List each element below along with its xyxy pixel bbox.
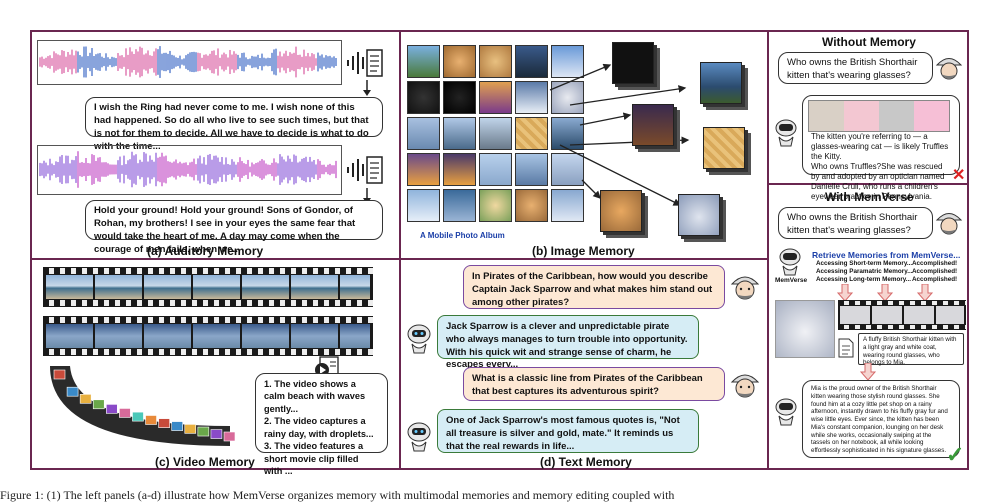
caption-text-memory: (d) Text Memory (540, 455, 632, 469)
with-memverse-answer: Mia is the proud owner of the British Sh… (802, 380, 960, 458)
status-long-term: Accomplished! (912, 276, 958, 283)
divider-vertical-1 (399, 30, 401, 470)
correct-answer-icon: ✓ (946, 442, 965, 467)
answer-arrow (860, 363, 876, 381)
caption-auditory-memory: (a) Auditory Memory (147, 244, 264, 258)
audio-transcript-1: I wish the Ring had never come to me. I … (85, 97, 383, 152)
album-photo (515, 117, 548, 150)
memverse-logo-icon (776, 246, 804, 281)
audio-transcript-2: Hold your ground! Hold your ground! Sons… (85, 200, 383, 255)
wrong-answer-icon: ✕ (952, 167, 966, 184)
audio-waveform-1 (37, 40, 342, 85)
video-filmstrip-rain (43, 316, 373, 356)
pirate-user-avatar-2 (728, 368, 762, 407)
album-photo (515, 81, 548, 114)
divider-horizontal-left (30, 258, 769, 260)
without-memory-answer: The kitten you're referring to — a glass… (802, 95, 960, 201)
status-short-term: Accomplished! (912, 260, 958, 267)
caption-image-memory: (b) Image Memory (532, 244, 635, 258)
album-photo (515, 45, 548, 78)
figure-frame (30, 30, 969, 470)
retrieved-filmstrip (838, 300, 966, 330)
image-arrows (549, 63, 690, 206)
text-question-1: In Pirates of the Caribbean, how would y… (463, 265, 725, 309)
memverse-logo-label: MemVerse (775, 277, 808, 284)
retrieved-memory-note: A fluffy British Shorthair kitten with a… (858, 333, 964, 366)
robot-avatar-3 (772, 117, 800, 152)
album-photo (551, 153, 584, 186)
album-photo (407, 117, 440, 150)
memory-stack-basketball (632, 104, 674, 146)
album-photo (479, 45, 512, 78)
memory-stack-orange-cat (600, 190, 642, 232)
album-photo (443, 81, 476, 114)
retrieval-arrows (836, 284, 934, 302)
pirate-user-avatar-4 (934, 207, 964, 244)
without-memory-images (808, 100, 950, 132)
figure-caption: Figure 1: (1) The left panels (a-d) illu… (0, 488, 675, 502)
album-photo (551, 189, 584, 222)
memory-stack-black-cat (612, 42, 654, 84)
album-photo (551, 81, 584, 114)
without-memory-title: Without Memory (822, 35, 916, 49)
text-answer-2: One of Jack Sparrow's most famous quotes… (437, 409, 699, 453)
memory-row-short-term: Accessing Short-term Memory... (816, 260, 913, 267)
divider-vertical-2 (767, 30, 769, 470)
memory-stack-glasses-cat (678, 194, 720, 236)
audio-transcribe-icon (345, 46, 385, 85)
with-memverse-question: Who owns the British Shorthair kitten th… (778, 207, 933, 239)
photo-album-grid (407, 45, 589, 227)
memory-stack-board (703, 127, 745, 169)
divider-horizontal-right (767, 183, 969, 185)
album-photo (407, 153, 440, 186)
pirate-user-avatar-3 (934, 52, 964, 89)
video-descriptions: 1. The video shows a calm beach with wav… (255, 373, 388, 476)
caption-video-memory: (c) Video Memory (155, 455, 255, 469)
arrow-audio-1 (363, 80, 371, 96)
retrieve-memories-label: Retrieve Memories from MemVerse... (812, 250, 961, 260)
memory-row-long-term: Accessing Long-term Memory... (816, 276, 912, 283)
album-photo (515, 153, 548, 186)
album-photo (443, 45, 476, 78)
video-film-reel (50, 366, 236, 446)
album-photo (407, 189, 440, 222)
robot-avatar-2 (404, 420, 434, 457)
album-photo (443, 153, 476, 186)
robot-avatar-4 (772, 396, 800, 431)
album-photo (407, 45, 440, 78)
album-photo (515, 189, 548, 222)
robot-avatar-1 (404, 322, 434, 359)
memory-stack-lighthouse (700, 62, 742, 104)
album-photo (551, 45, 584, 78)
without-memory-question: Who owns the British Shorthair kitten th… (778, 52, 933, 84)
album-label: A Mobile Photo Album (420, 231, 505, 240)
album-photo (443, 117, 476, 150)
album-photo (479, 117, 512, 150)
status-parametric: Accomplished! (912, 268, 958, 275)
album-photo (479, 81, 512, 114)
album-photo (479, 153, 512, 186)
text-answer-1: Jack Sparrow is a clever and unpredictab… (437, 315, 699, 370)
album-photo (479, 189, 512, 222)
audio-waveform-2 (37, 145, 342, 195)
memory-row-parametric: Accessing Paramatric Memory... (816, 268, 913, 275)
retrieved-cat-image (775, 300, 835, 358)
audio-transcribe-icon-2 (345, 153, 385, 192)
text-question-2: What is a classic line from Pirates of t… (463, 367, 725, 401)
album-photo (443, 189, 476, 222)
with-memverse-title: With MemVerse (825, 190, 914, 204)
album-photo (407, 81, 440, 114)
document-icon (838, 338, 854, 363)
video-filmstrip-beach (43, 267, 373, 307)
pirate-user-avatar-1 (728, 270, 762, 309)
